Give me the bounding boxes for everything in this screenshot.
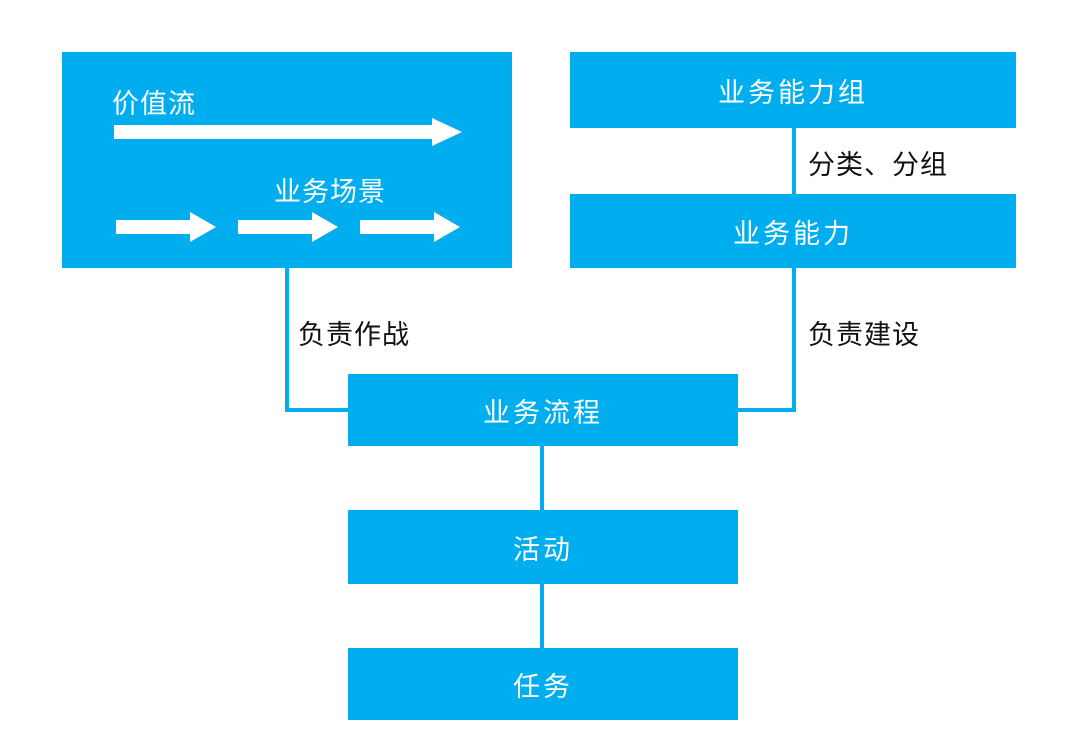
connector-capgroup-to-capability <box>792 128 796 194</box>
connector-activity-to-task <box>540 584 544 648</box>
activity-label: 活动 <box>513 534 573 566</box>
business-scenario-label: 业务场景 <box>274 177 386 208</box>
activity-box: 活动 <box>348 510 738 584</box>
connector-capability-to-process-vertical <box>792 268 796 412</box>
scenario-arrow-2-icon <box>238 212 338 242</box>
capability-group-label: 业务能力组 <box>718 77 868 109</box>
edge-label-responsible-combat: 负责作战 <box>298 320 410 351</box>
business-process-box: 业务流程 <box>348 374 738 446</box>
scenario-arrow-3-icon <box>360 212 460 242</box>
business-process-label: 业务流程 <box>483 397 603 429</box>
value-stream-panel: 价值流 业务场景 <box>62 52 512 268</box>
task-box: 任务 <box>348 648 738 720</box>
connector-valuestream-to-process-vertical <box>285 268 289 412</box>
edge-label-responsible-build: 负责建设 <box>808 320 920 351</box>
capability-label: 业务能力 <box>733 218 853 250</box>
edge-label-classify-group: 分类、分组 <box>808 150 948 181</box>
value-stream-arrow-icon <box>114 118 462 146</box>
capability-box: 业务能力 <box>570 194 1016 268</box>
capability-group-box: 业务能力组 <box>570 52 1016 128</box>
connector-capability-to-process-horizontal <box>738 408 796 412</box>
connector-valuestream-to-process-horizontal <box>285 408 350 412</box>
connector-process-to-activity <box>540 446 544 510</box>
scenario-arrow-1-icon <box>116 212 216 242</box>
value-stream-label: 价值流 <box>112 89 196 120</box>
task-label: 任务 <box>513 671 573 703</box>
